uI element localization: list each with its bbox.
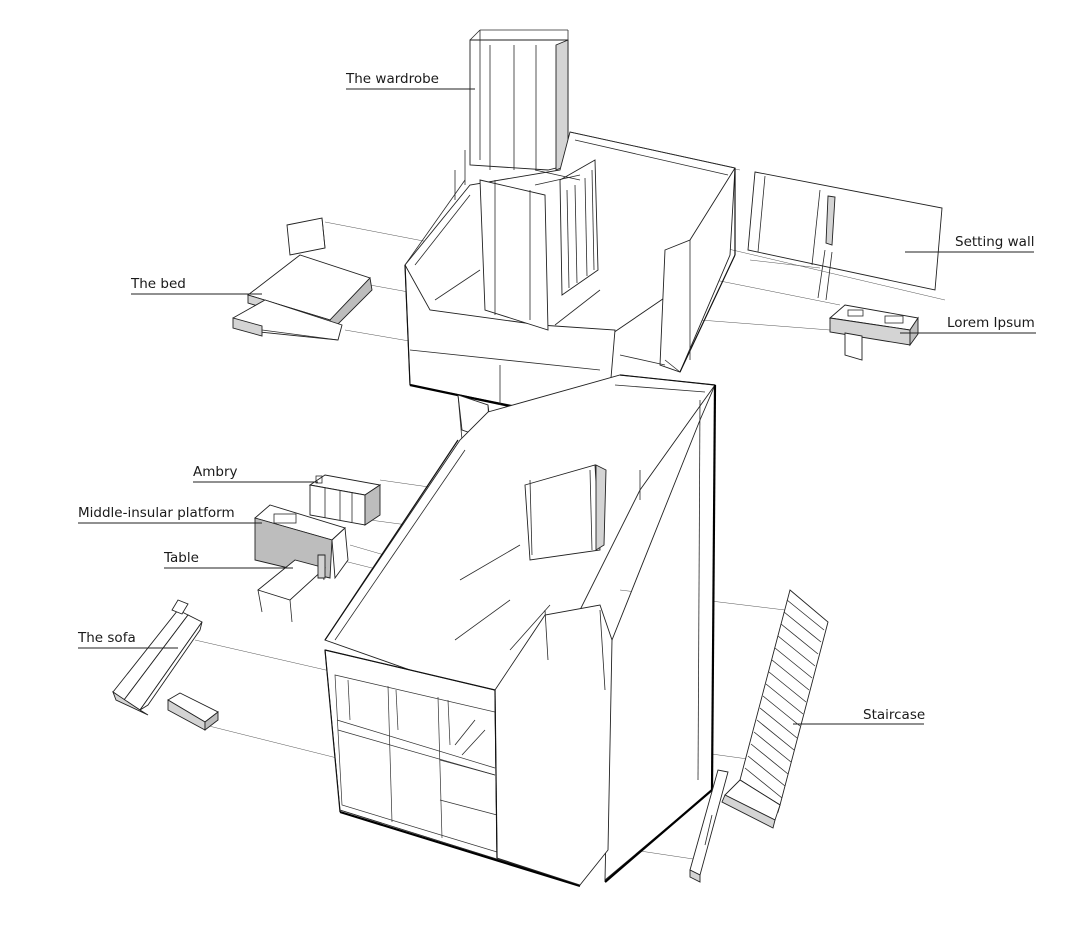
- label-sofa: The sofa: [77, 630, 178, 649]
- staircase: [689, 589, 829, 883]
- label-setting-wall: Setting wall: [905, 234, 1034, 253]
- label-wardrobe: The wardrobe: [345, 71, 475, 90]
- label-lorem-text: Lorem Ipsum: [947, 315, 1035, 331]
- label-wardrobe-text: The wardrobe: [345, 71, 439, 87]
- stair-treads: [744, 599, 825, 799]
- label-platform: Middle-insular platform: [78, 505, 262, 524]
- label-platform-text: Middle-insular platform: [78, 505, 235, 521]
- setting-wall: [747, 171, 943, 301]
- wardrobe: [469, 29, 569, 171]
- lower-floor: [324, 374, 717, 888]
- label-table: Table: [163, 550, 293, 569]
- label-staircase: Staircase: [793, 707, 925, 725]
- label-ambry: Ambry: [193, 464, 318, 483]
- middle-insular-platform: [254, 504, 349, 580]
- table: [257, 554, 326, 623]
- label-ambry-text: Ambry: [193, 464, 238, 480]
- label-table-text: Table: [163, 550, 199, 566]
- label-bed: The bed: [130, 276, 262, 295]
- label-setting-wall-text: Setting wall: [955, 234, 1034, 250]
- vanity-unit: [828, 304, 919, 361]
- upper-floor: [404, 131, 736, 424]
- label-bed-text: The bed: [130, 276, 186, 292]
- bed: [232, 217, 373, 341]
- sofa: [112, 599, 219, 731]
- label-staircase-text: Staircase: [863, 707, 925, 723]
- label-sofa-text: The sofa: [77, 630, 136, 646]
- ambry: [308, 474, 382, 526]
- label-lorem: Lorem Ipsum: [900, 315, 1036, 334]
